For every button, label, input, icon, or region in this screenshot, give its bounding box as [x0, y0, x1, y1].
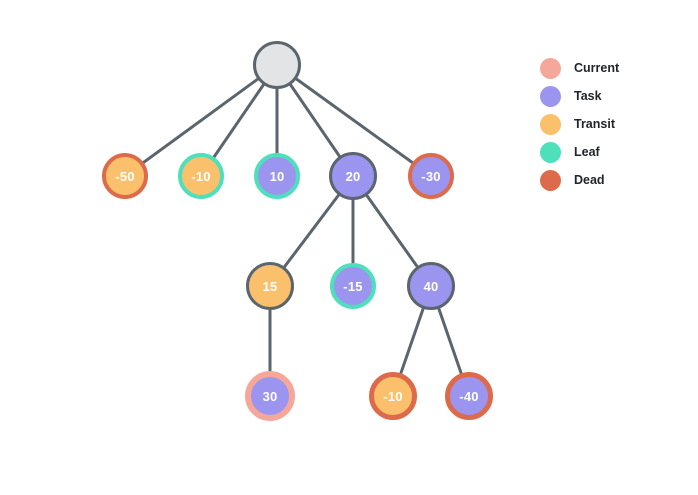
tree-edge	[275, 63, 433, 178]
tree-node-label: 30	[262, 388, 278, 404]
tree-node-label: -15	[343, 278, 363, 294]
legend-item-transit[interactable]: Transit	[540, 110, 670, 138]
tree-node-n20[interactable]: 20	[329, 152, 377, 200]
tree-node-n-10b[interactable]: -10	[369, 372, 417, 420]
tree-node-label: -50	[115, 168, 135, 184]
tree-node-n-10a[interactable]: -10	[178, 153, 224, 199]
legend-swatch-icon	[540, 141, 561, 163]
legend-label: Current	[574, 61, 620, 75]
legend-swatch-icon	[540, 169, 561, 191]
tree-edge	[123, 63, 279, 178]
tree-node-n10[interactable]: 10	[254, 153, 300, 199]
legend-item-dead[interactable]: Dead	[540, 166, 670, 194]
tree-node-n-50[interactable]: -50	[102, 153, 148, 199]
legend-label: Task	[574, 89, 602, 103]
legend-label: Dead	[574, 173, 605, 187]
legend-swatch-icon	[540, 85, 561, 107]
tree-node-label: 20	[345, 168, 361, 184]
legend-swatch-icon	[540, 113, 561, 135]
tree-node-n30[interactable]: 30	[245, 371, 295, 421]
tree-node-label: -10	[383, 388, 403, 404]
legend-item-task[interactable]: Task	[540, 82, 670, 110]
tree-node-label: -10	[191, 168, 211, 184]
tree-node-n40[interactable]: 40	[407, 262, 455, 310]
tree-node-n-40[interactable]: -40	[445, 372, 493, 420]
tree-node-root[interactable]	[253, 41, 301, 89]
tree-node-label: 15	[262, 278, 278, 294]
legend-label: Transit	[574, 117, 615, 131]
legend-item-leaf[interactable]: Leaf	[540, 138, 670, 166]
tree-node-label: -30	[421, 168, 441, 184]
legend-label: Leaf	[574, 145, 600, 159]
tree-node-label: 10	[269, 168, 285, 184]
tree-node-n15[interactable]: 15	[246, 262, 294, 310]
legend-item-current[interactable]: Current	[540, 54, 670, 82]
tree-node-label: -40	[459, 388, 479, 404]
tree-node-n-15[interactable]: -15	[330, 263, 376, 309]
tree-node-n-30[interactable]: -30	[408, 153, 454, 199]
tree-node-label: 40	[423, 278, 439, 294]
legend-swatch-icon	[540, 57, 561, 79]
